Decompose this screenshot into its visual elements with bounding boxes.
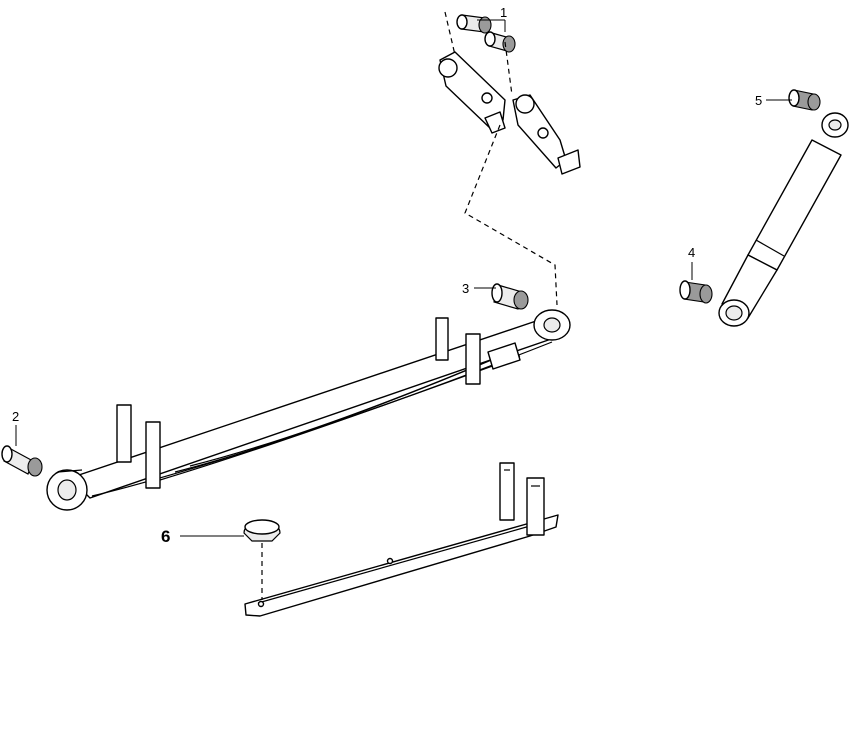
bump-stop-6 xyxy=(243,519,281,542)
callout-5: 5 xyxy=(755,93,762,108)
bushing-3 xyxy=(491,283,529,310)
helper-leaf xyxy=(244,462,559,617)
callout-leaders xyxy=(15,19,792,537)
bushing-2 xyxy=(1,445,43,477)
callout-6: 6 xyxy=(161,527,170,546)
callout-4: 4 xyxy=(688,245,695,260)
shock-absorber xyxy=(718,112,849,327)
callout-2: 2 xyxy=(12,409,19,424)
alignment-lines-shackle xyxy=(444,11,558,306)
leaf-spring xyxy=(46,309,571,511)
bushing-4 xyxy=(679,280,713,304)
bushing-5 xyxy=(788,89,821,111)
callout-3: 3 xyxy=(462,281,469,296)
u-bolts-spring xyxy=(116,317,481,489)
callout-1: 1 xyxy=(500,5,507,20)
shackle-assembly xyxy=(438,14,581,175)
